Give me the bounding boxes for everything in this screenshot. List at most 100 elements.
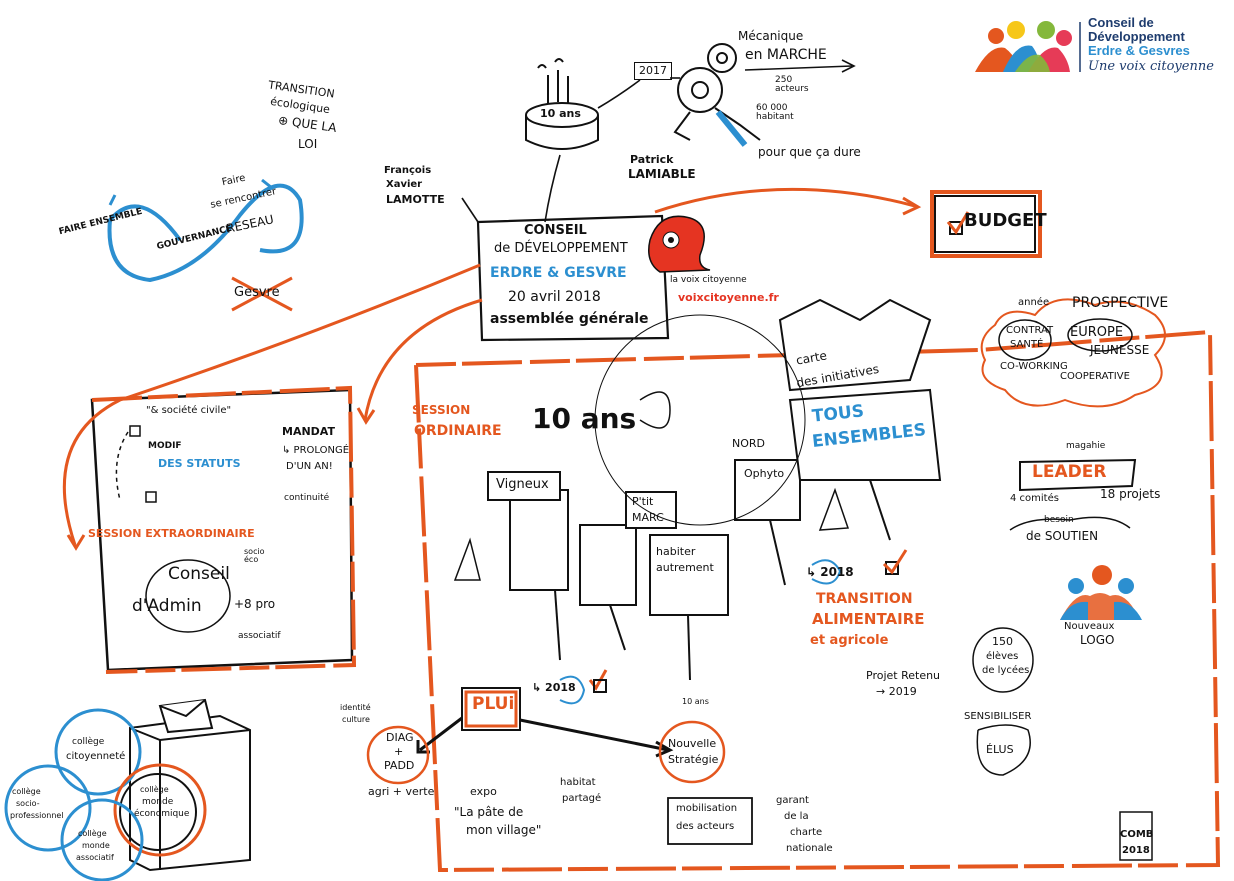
college-eco-1: collège (140, 785, 169, 794)
agri-verte: agri + verte (368, 785, 435, 798)
europe-label: EUROPE (1070, 325, 1124, 340)
year-2018-b: ↳ 2018 (532, 681, 576, 694)
garant-line3: charte (790, 827, 823, 838)
modif-line2: DES STATUTS (158, 457, 241, 470)
plus-8-pro: +8 pro (234, 597, 276, 611)
colleges-venn (4, 708, 207, 881)
pate-line2: mon village" (466, 823, 542, 837)
lamiable-label: LAMIABLE (628, 167, 696, 181)
plui-label: PLUi (472, 694, 515, 714)
elus-label: ÉLUS (986, 743, 1014, 756)
party-hats (453, 487, 850, 581)
contrat-line2: SANTÉ (1010, 339, 1044, 350)
francois-line3: LAMOTTE (386, 193, 445, 206)
logo-line2: Développement (1088, 29, 1185, 44)
logo-line1: Conseil de (1088, 15, 1154, 30)
sign-vigneux: Vigneux (496, 477, 549, 492)
card-line5: assemblée générale (490, 311, 649, 327)
sign-ptit: P'tit (632, 495, 654, 508)
budget-frame (930, 190, 1042, 258)
mascot-caption: la voix citoyenne (670, 275, 747, 285)
francois-line2: Xavier (386, 179, 423, 190)
pourquoi-label: pour que ça dure (758, 145, 861, 159)
signature-comb: COMB (1120, 829, 1154, 840)
card-line4: 20 avril 2018 (508, 289, 601, 305)
patrick-label: Patrick (630, 153, 674, 166)
sign-ophyto: Ophyto (744, 467, 785, 480)
college-assoc-3: associatif (76, 853, 114, 862)
projet-2019: → 2019 (876, 685, 917, 698)
garant-line2: de la (784, 811, 809, 822)
college-eco-2: monde (142, 797, 174, 807)
identite-line2: culture (342, 715, 370, 724)
prospective-cloud (980, 298, 1166, 408)
habitat-line2: partagé (562, 793, 602, 804)
plui-arrows (416, 716, 674, 758)
gesvres-crossed: Gesvre (234, 285, 280, 300)
college-citoyennete-1: collège (72, 737, 105, 747)
prolonge-line1: ↳ PROLONGÉ (282, 445, 350, 456)
diag-line2: + (394, 745, 404, 758)
college-socio-1: collège (12, 787, 41, 796)
college-socio-2: socio- (16, 799, 40, 808)
francois-line1: François (384, 165, 432, 176)
college-assoc-1: collège (78, 829, 107, 838)
contrat-line1: CONTRAT (1006, 325, 1054, 336)
nouveau-logo-line1: Nouveaux (1064, 621, 1115, 632)
mascot-icon (648, 215, 711, 273)
signature-year: 2018 (1122, 845, 1150, 856)
jeunesse-label: JEUNESSE (1090, 343, 1150, 357)
identite-line1: identité (340, 703, 371, 712)
session-ordinaire-2: ORDINAIRE (414, 423, 502, 439)
sign-nord: NORD (732, 437, 765, 450)
sign-marc: MARC (632, 511, 664, 524)
mandat-label: MANDAT (282, 425, 335, 438)
diag-line3: PADD (384, 759, 415, 772)
cooperative-label: COOPERATIVE (1060, 371, 1130, 382)
college-citoyennete-2: citoyenneté (66, 751, 126, 762)
college-socio-3: professionnel (10, 811, 64, 820)
logo-mark (975, 21, 1081, 72)
gears-icon (673, 43, 761, 147)
continuite: continuité (284, 493, 330, 503)
budget-label: BUDGET (964, 210, 1047, 231)
session-ordinaire-1: SESSION (412, 403, 471, 417)
voixcitoyenne-url[interactable]: voixcitoyenne.fr (678, 291, 779, 304)
birthday-cake (525, 58, 599, 150)
nouveau-logo-line2: LOGO (1080, 633, 1115, 647)
projet-retenu: Projet Retenu (866, 669, 941, 682)
nouvelle-line2: Stratégie (668, 753, 719, 766)
logo-line3: Erdre & Gesvres (1088, 43, 1190, 58)
sensibiliser: SENSIBILISER (964, 711, 1032, 722)
mobilisation-line2: des acteurs (676, 821, 735, 832)
card-line3: ERDRE & GESVRE (490, 265, 627, 281)
transition-line4: LOI (298, 137, 318, 151)
transition-alim-3: et agricole (810, 633, 889, 648)
signboards (487, 298, 942, 681)
extraordinaire-frame (90, 385, 357, 674)
pate-line1: "La pâte de (454, 805, 524, 819)
acteurs-label: 250 acteurs (775, 75, 809, 95)
garant-line4: nationale (786, 843, 833, 854)
logo-tagline: Une voix citoyenne (1088, 59, 1214, 74)
mecanique-label: Mécanique (738, 29, 804, 43)
coworking-label: CO-WORKING (1000, 361, 1068, 372)
card-line1: CONSEIL (524, 223, 587, 238)
infinity-loop (107, 178, 304, 283)
leader-label: LEADER (1032, 462, 1107, 482)
eleves-line1: 150 (992, 635, 1013, 648)
nouvelle-line1: Nouvelle (668, 737, 717, 750)
besoin-line2: de SOUTIEN (1026, 529, 1099, 543)
projets-label: 18 projets (1100, 487, 1161, 501)
expo-label: expo (470, 785, 497, 798)
modif-line1: MODIF (148, 441, 182, 451)
besoin-line1: besoin (1044, 515, 1074, 525)
sign-habiter-2: autrement (656, 561, 714, 574)
diag-line1: DIAG (386, 731, 414, 744)
nouveau-logo-icon (1060, 565, 1142, 620)
eleves-line2: élèves (986, 651, 1019, 662)
garant-line1: garant (776, 795, 809, 806)
socio-eco: socio éco (244, 547, 265, 565)
comites-label: 4 comités (1010, 493, 1059, 504)
